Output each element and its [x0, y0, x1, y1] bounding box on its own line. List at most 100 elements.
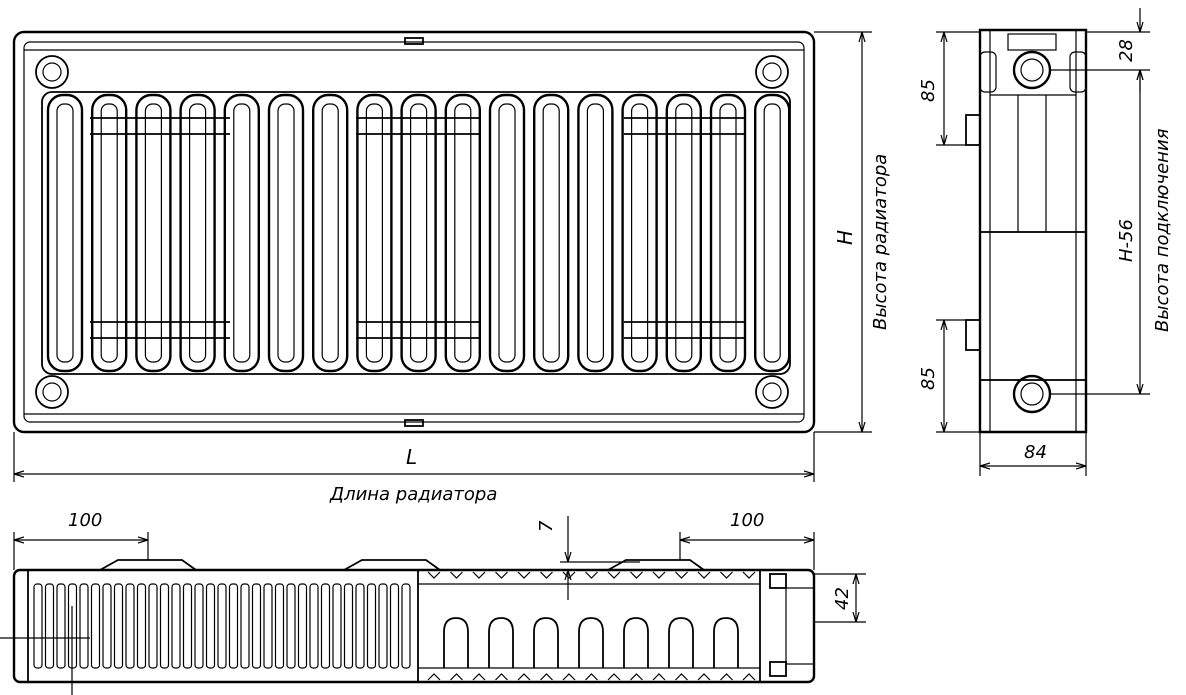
bottom-zigzag	[675, 673, 688, 681]
top-fin	[102, 583, 112, 669]
top-fin	[355, 583, 365, 669]
dim-85-top: 85	[918, 31, 980, 146]
dim-100-left: 100	[13, 510, 149, 570]
top-fin	[90, 583, 101, 669]
convector-waves	[427, 571, 756, 681]
side-view	[965, 28, 1088, 434]
top-zigzag	[675, 571, 688, 579]
top-zigzag	[652, 571, 666, 579]
fin-inner	[233, 103, 251, 363]
convector-wave	[488, 617, 514, 668]
fin-outer	[444, 93, 481, 373]
top-fins	[33, 583, 411, 669]
bottom-zigzag	[495, 673, 508, 681]
dim-100-right-text: 100	[730, 510, 764, 531]
top-zigzag	[585, 571, 598, 579]
fin-inner	[321, 103, 339, 363]
fin-outer	[312, 93, 349, 373]
bottom-zigzag	[630, 673, 643, 681]
top-view	[0, 559, 816, 695]
dim-h56-text: H-56	[1116, 219, 1137, 262]
top-fin	[56, 583, 66, 669]
top-fin	[401, 583, 411, 669]
fin-outer	[267, 93, 305, 373]
fin-inner	[675, 103, 693, 363]
height-symbol: H	[833, 230, 857, 245]
fin-outer	[621, 93, 658, 373]
top-fin	[251, 583, 262, 669]
dim-85-bottom: 85	[918, 319, 980, 433]
corner-plug-tr	[755, 55, 789, 89]
height-dimension: H Высота радиатора	[814, 31, 891, 433]
height-caption: Высота радиатора	[870, 154, 891, 330]
fin-inner	[277, 103, 295, 363]
bottom-zigzag	[562, 673, 576, 681]
top-fin	[274, 583, 285, 669]
fin-inner	[56, 103, 74, 363]
bottom-zigzag	[427, 673, 441, 681]
top-fin	[136, 583, 147, 669]
fin-inner	[100, 103, 118, 363]
corner-plug-bl	[35, 375, 69, 409]
dim-h56: H-56 Высота подключения	[1050, 70, 1173, 395]
fin-inner	[630, 103, 649, 363]
top-zigzag	[450, 571, 463, 579]
fin-outer	[356, 93, 393, 373]
fin-inner	[189, 103, 207, 363]
length-caption: Длина радиатора	[329, 484, 497, 505]
bottom-zigzag	[720, 673, 733, 681]
dim-7: 7	[536, 516, 640, 600]
top-fin	[182, 583, 193, 669]
dim-85-bottom-text: 85	[918, 367, 939, 390]
fin-inner	[144, 103, 162, 363]
convector-wave	[443, 617, 469, 668]
fin-inner	[586, 103, 605, 363]
top-zigzag	[517, 571, 531, 579]
top-zigzag	[427, 571, 441, 579]
bottom-zigzag	[472, 673, 486, 681]
top-zigzag	[540, 571, 553, 579]
top-fin	[113, 583, 124, 669]
top-fin	[159, 583, 170, 669]
convector-wave	[668, 617, 694, 668]
length-dimension: L Длина радиатора	[13, 432, 815, 505]
top-fin	[389, 583, 400, 669]
top-fin	[378, 583, 388, 669]
fin-outer	[90, 93, 128, 373]
top-fin	[309, 583, 319, 669]
top-fin	[286, 583, 296, 669]
top-fin	[148, 583, 158, 669]
top-fin	[343, 583, 354, 669]
fin-outer	[754, 93, 791, 373]
fin-inner	[365, 103, 383, 363]
fin-outer	[577, 93, 614, 373]
top-fin	[205, 583, 216, 669]
convector-wave	[713, 617, 739, 668]
fin-inner	[763, 103, 781, 363]
fin-inner	[454, 103, 472, 363]
convector-wave	[578, 617, 604, 668]
top-fin	[79, 583, 89, 669]
fin-inner	[498, 103, 516, 363]
top-fin	[263, 583, 273, 669]
fin-outer	[709, 93, 747, 373]
top-fin	[125, 583, 135, 669]
top-zigzag	[630, 571, 643, 579]
top-fin	[44, 583, 55, 669]
dim-7-text: 7	[536, 520, 557, 532]
convector-wave	[623, 617, 649, 668]
dim-84: 84	[979, 432, 1087, 476]
dim-85-top-text: 85	[918, 79, 939, 102]
top-zigzag	[495, 571, 508, 579]
dim-42-text: 42	[832, 587, 853, 610]
bottom-zigzag	[742, 673, 756, 681]
top-fin	[240, 583, 250, 669]
fin-outer	[488, 93, 526, 373]
top-fin	[366, 583, 377, 669]
fin-outer	[533, 93, 570, 373]
front-fins	[46, 93, 791, 373]
top-fin	[320, 583, 331, 669]
top-fin	[33, 583, 43, 669]
dim-100-left-text: 100	[68, 510, 102, 531]
